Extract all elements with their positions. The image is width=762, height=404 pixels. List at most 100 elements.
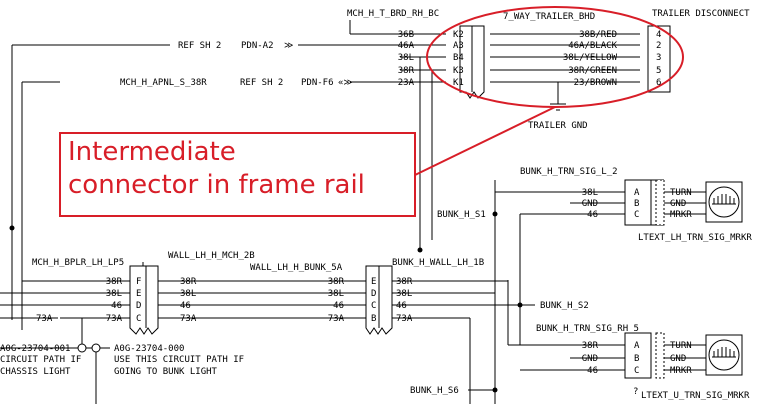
- wire-label: GND: [582, 354, 598, 364]
- pin-label: E: [136, 289, 141, 299]
- bl-harness-left: MCH_H_BPLR_LH_LP5: [32, 258, 124, 268]
- note-right-line1: USE THIS CIRCUIT PATH IF: [114, 355, 244, 365]
- pin-label: A: [634, 188, 640, 198]
- wire-label: 38L: [398, 53, 414, 63]
- pin-label: B4: [453, 53, 464, 63]
- rh-harness-label: BUNK_H_TRN_SIG_RH_5: [536, 324, 639, 334]
- ref-label-1: REF SH 2: [178, 41, 221, 51]
- lh-lamp-label: LTEXT_LH_TRN_SIG_MRKR: [638, 233, 752, 243]
- pin-label: K1: [453, 78, 464, 88]
- note-left-code: A0G-23704-001: [0, 344, 70, 354]
- function-label: MRKR: [670, 366, 692, 376]
- wire-label: 38L: [396, 289, 412, 299]
- wire-label: 38B/RED: [579, 30, 617, 40]
- pin-label: D: [136, 301, 141, 311]
- wire-label: 38R: [398, 66, 415, 76]
- wire-label: 38L: [106, 289, 122, 299]
- wire-label: 46: [587, 210, 598, 220]
- note-left-line1: CIRCUIT PATH IF: [0, 355, 81, 365]
- wire-label: 46A: [398, 41, 415, 51]
- pin-label: B: [634, 354, 639, 364]
- rh-signal-connector: [624, 332, 665, 379]
- function-label: TURN: [670, 188, 692, 198]
- connector-label: 7_WAY_TRAILER_BHD: [503, 12, 595, 22]
- pin-label: F: [136, 277, 141, 287]
- callout-text: Intermediate connector in frame rail: [68, 136, 408, 202]
- wire-label: 38L: [180, 289, 196, 299]
- rh-function-labels: TURN GND MRKR: [670, 341, 692, 376]
- terminal-label: 3: [656, 53, 661, 63]
- bl-far-left-wire: 73A: [36, 314, 53, 324]
- wire-label: 73A: [328, 314, 345, 324]
- function-label: GND: [670, 354, 686, 364]
- ground-label: TRAILER GND: [528, 121, 588, 131]
- disconnect-label: TRAILER DISCONNECT: [652, 9, 750, 19]
- note-right-code: A0G-23704-000: [114, 344, 184, 354]
- rh-lamp-icon: [705, 334, 743, 376]
- rh-lamp-prefix: ?: [633, 387, 638, 397]
- rh-pin-labels: ABC: [634, 341, 640, 376]
- rh-wire-labels: 38R GND 46: [582, 341, 599, 376]
- terminal-label: 4: [656, 30, 661, 40]
- ref-label-2: REF SH 2: [240, 78, 283, 88]
- apnl-label: MCH_H_APNL_S_38R: [120, 78, 207, 88]
- harness-label: MCH_H_T_BRD_RH_BC: [347, 9, 439, 19]
- wire-label: 36B: [398, 30, 414, 40]
- lh-harness-label: BUNK_H_TRN_SIG_L_2: [520, 167, 618, 177]
- wire-label: 38R: [396, 277, 413, 287]
- pin-label: K2: [453, 30, 464, 40]
- rh-splice-bottom-label: BUNK_H_S6: [410, 386, 459, 396]
- wire-label: 73A: [180, 314, 197, 324]
- wire-label: 38R: [106, 277, 123, 287]
- wire-label: 23/BROWN: [574, 78, 617, 88]
- pdn-arrow-2: «≫: [338, 78, 353, 88]
- pdn-label-2: PDN-F6: [301, 78, 334, 88]
- trailer-disconnect-block: [647, 25, 671, 93]
- rh-splice-label: BUNK_H_S2: [540, 301, 589, 311]
- wire-label: 46: [333, 301, 344, 311]
- pin-label: C: [371, 301, 376, 311]
- br-harness-left: WALL_LH_H_BUNK_5A: [250, 263, 343, 273]
- pin-label: C: [634, 210, 639, 220]
- trailer-right-wires: 38B/RED46A/BLACK38L/YELLOW38R/GREEN23/BR…: [563, 30, 618, 88]
- terminal-label: 2: [656, 41, 661, 51]
- br-harness-right: BUNK_H_WALL_LH_1B: [392, 258, 484, 268]
- callout-line-2: connector in frame rail: [68, 170, 365, 200]
- wire-label: 38L: [582, 188, 598, 198]
- wire-label: 38R: [582, 341, 599, 351]
- callout-line-1: Intermediate: [68, 137, 236, 167]
- wire-label: 73A: [106, 314, 123, 324]
- wire-label: 46A/BLACK: [568, 41, 617, 51]
- lh-signal-connector: [624, 179, 665, 226]
- terminal-label: 6: [656, 78, 661, 88]
- wire-label: 46: [587, 366, 598, 376]
- callout-leader: [414, 106, 556, 176]
- bulkhead-left-connector: [129, 265, 159, 335]
- wire-label: 38L/YELLOW: [563, 53, 618, 63]
- lh-pin-labels: ABC: [634, 188, 640, 220]
- wire-label: GND: [582, 199, 598, 209]
- function-label: TURN: [670, 341, 692, 351]
- pin-label: B: [634, 199, 639, 209]
- pdn-label-1: PDN-A2: [241, 41, 274, 51]
- splice-dots: [9, 211, 523, 393]
- bulkhead-right-connector: [365, 265, 393, 335]
- wire-label: 73A: [396, 314, 413, 324]
- callout-box: [59, 132, 416, 217]
- lh-splice-label: BUNK_H_S1: [437, 210, 486, 220]
- wire-label: 38R: [180, 277, 197, 287]
- pin-label: A3: [453, 41, 464, 51]
- note-connectors: [77, 343, 101, 353]
- pin-label: C: [136, 314, 141, 324]
